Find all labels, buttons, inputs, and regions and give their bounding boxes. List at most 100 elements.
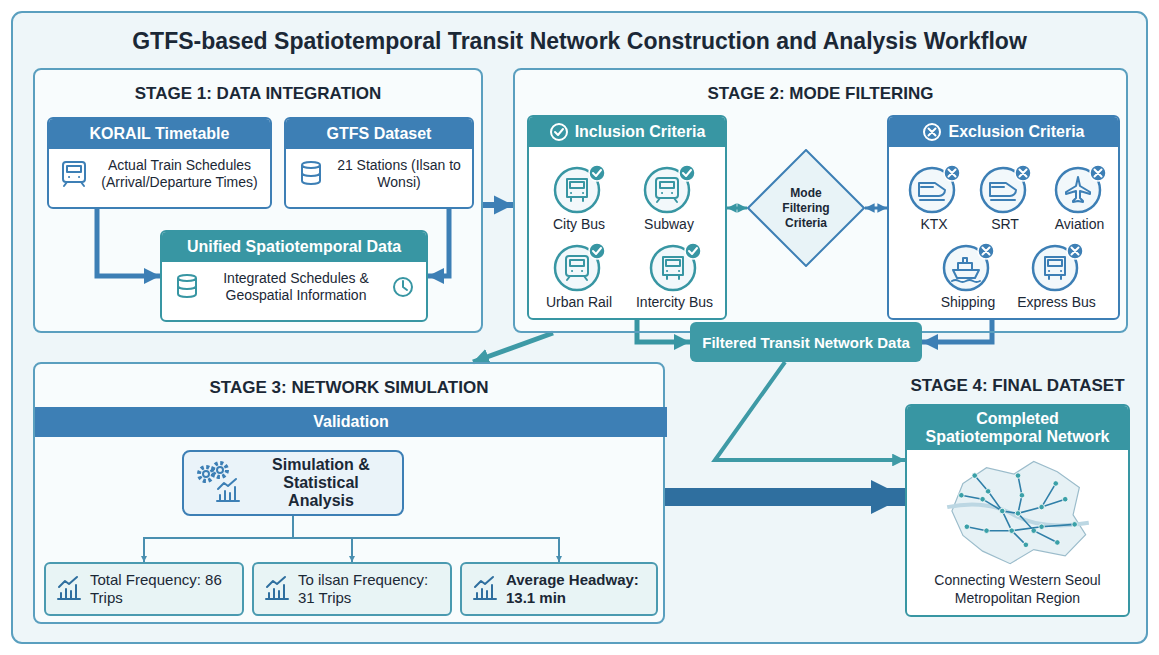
network-stop (964, 524, 970, 530)
box-icon (170, 270, 204, 304)
network-stop (999, 508, 1005, 514)
network-stop (1071, 522, 1077, 528)
region-outline (951, 461, 1085, 563)
network-stop (971, 473, 977, 479)
mode-icon (1028, 240, 1086, 292)
bus-icon (567, 179, 587, 201)
mode-label: KTX (899, 216, 969, 232)
icon-box: Intercity Bus (626, 240, 723, 318)
header-icon (922, 122, 942, 142)
mode-icon (646, 240, 704, 292)
network-stop (999, 508, 1005, 514)
icon-stroke (949, 170, 956, 177)
diamond-outline (748, 150, 864, 266)
check-icon (683, 170, 691, 176)
network-stop (958, 493, 964, 499)
mode-icon (976, 162, 1034, 214)
icon-stroke (593, 248, 601, 254)
network-stop (979, 496, 985, 502)
cont-box: Exclusion CriteriaKTXSRTAviationShipping… (887, 115, 1120, 320)
band-box: Validation (35, 407, 667, 437)
badge (1090, 165, 1106, 181)
panel-ground (33, 362, 665, 624)
badge (978, 243, 994, 259)
icon-stroke (1094, 170, 1101, 177)
river (947, 504, 1089, 525)
decision-text: Mode Filtering Criteria (770, 186, 842, 231)
mode-icon (640, 162, 698, 214)
caption-text: Connecting Western Seoul Metropolitan Re… (907, 570, 1128, 615)
icon-box: Subway (629, 162, 709, 240)
stage-heading: STAGE 1: DATA INTEGRATION (35, 84, 481, 104)
icon-stroke (593, 170, 601, 176)
gear-icon (213, 463, 227, 477)
network-stop (1038, 504, 1044, 510)
connector-arrow (483, 202, 513, 208)
icon-box: Aviation (1042, 162, 1117, 236)
connector-arrow (922, 320, 992, 342)
bars-icon (217, 479, 239, 501)
check-icon (593, 170, 601, 176)
icon-stroke (983, 248, 990, 255)
stage-heading: STAGE 3: NETWORK SIMULATION (35, 378, 663, 398)
gear-icon (199, 467, 213, 481)
connector-arrow (727, 207, 747, 210)
icon-stroke (302, 162, 320, 184)
diagram-title: GTFS-based Spatiotemporal Transit Networ… (0, 28, 1159, 55)
icon-box: Express Bus (1009, 240, 1104, 314)
mode-label: SRT (970, 216, 1040, 232)
network-line (1041, 483, 1055, 507)
header-icon-ring (551, 124, 567, 140)
diamond-box: Mode Filtering Criteria (747, 149, 865, 267)
train-icon (656, 178, 678, 202)
train-icon (566, 256, 588, 280)
x-icon (1094, 170, 1101, 177)
icon-stroke (58, 577, 80, 599)
icon-stroke (929, 129, 936, 136)
icon-box: City Bus (539, 162, 619, 240)
badge (685, 243, 701, 259)
icon-stroke (919, 183, 945, 200)
icon-stroke (474, 577, 496, 599)
gear-teeth (199, 467, 213, 481)
mode-label: Subway (629, 216, 709, 232)
header-text: Exclusion Criteria (948, 123, 1084, 141)
check-icon (593, 248, 601, 254)
icon-stroke (1066, 177, 1090, 202)
check-icon (689, 248, 697, 254)
pill-box: Filtered Transit Network Data (690, 322, 922, 362)
network-stop (1019, 493, 1025, 499)
header-icon (549, 122, 569, 142)
sim-icon (194, 461, 244, 505)
network-stop (1023, 542, 1029, 548)
badge (589, 165, 605, 181)
stage-heading: STAGE 2: MODE FILTERING (515, 84, 1126, 104)
network-stop (1062, 496, 1068, 502)
db-icon (302, 162, 320, 184)
header-text: Completed Spatiotemporal Network (917, 410, 1118, 446)
mode-label: Aviation (1042, 216, 1117, 232)
bars-icon (266, 577, 288, 599)
box-body: Actual Train Schedules (Arrival/Departur… (49, 149, 270, 199)
panel-box: STAGE 2: MODE FILTERING Inclusion Criteri… (513, 68, 1128, 333)
header-band: Inclusion Criteria (529, 117, 725, 147)
icon-stroke (683, 170, 691, 176)
header-band: Completed Spatiotemporal Network (907, 406, 1128, 450)
mode-icon (550, 240, 608, 292)
badge (679, 165, 695, 181)
panel-ground (513, 68, 1128, 333)
icon-stroke (1071, 248, 1078, 255)
train-icon (63, 162, 85, 186)
chart-icon (262, 574, 292, 604)
mode-label: Intercity Bus (626, 294, 723, 310)
ship-icon (952, 258, 980, 282)
icon-stroke (217, 479, 239, 501)
connector-arrow (473, 333, 553, 362)
metric-text: Average Headway: 13.1 min (506, 571, 646, 607)
pill-text: Filtered Transit Network Data (702, 334, 910, 351)
chart-icon (54, 574, 84, 604)
mode-icon (939, 240, 997, 292)
panel-box: STAGE 1: DATA INTEGRATIONKORAIL Timetabl… (33, 68, 483, 333)
plane-icon (1066, 177, 1090, 202)
